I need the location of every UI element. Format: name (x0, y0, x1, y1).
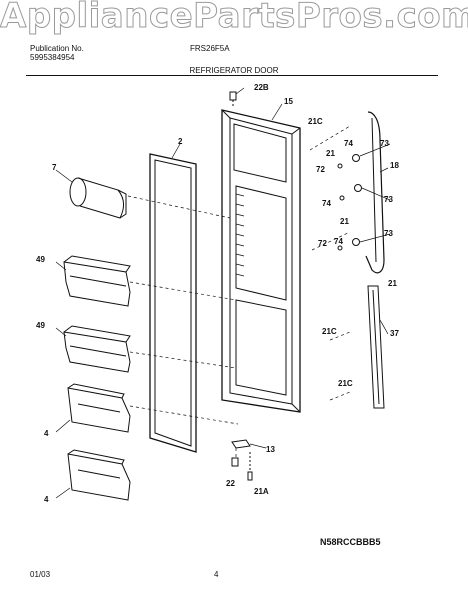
model-number: FRS26F5A (190, 44, 230, 53)
callout-73-1: 73 (380, 139, 389, 148)
callout-73-3: 73 (384, 229, 393, 238)
hinge-bushing-top (229, 91, 237, 108)
door-panel (221, 109, 301, 413)
publication-number: 5995384954 (30, 53, 75, 62)
leader-lines (55, 87, 391, 499)
door-bin-middle (63, 325, 131, 373)
diagram-code: N58RCCBBB5 (320, 537, 381, 547)
callout-labels: 22B 15 2 7 21C 21 74 73 18 72 74 73 21 7… (36, 83, 399, 504)
callout-49-2: 49 (36, 321, 45, 330)
callout-74-2: 74 (322, 199, 331, 208)
callout-18: 18 (390, 161, 399, 170)
door-gasket (149, 153, 197, 453)
callout-72-2: 72 (318, 239, 327, 248)
door-shelf-upper (67, 383, 131, 433)
callout-21-3: 21 (388, 279, 397, 288)
callout-4-1: 4 (44, 429, 49, 438)
callout-13: 13 (266, 445, 275, 454)
dairy-compartment (69, 177, 127, 219)
callout-72-1: 72 (316, 165, 325, 174)
callout-74-3: 74 (334, 237, 343, 246)
bottom-hinge-parts (231, 439, 253, 481)
callout-21c-mid: 21C (322, 327, 337, 336)
callout-21-1: 21 (326, 149, 335, 158)
door-shelf-lower (67, 449, 131, 501)
publication-info: Publication No. 5995384954 (30, 44, 84, 62)
callout-21-2: 21 (340, 217, 349, 226)
publication-label: Publication No. (30, 44, 84, 53)
callout-37: 37 (390, 329, 399, 338)
header-rule (26, 75, 438, 76)
callout-22b: 22B (254, 83, 269, 92)
callout-21c-top: 21C (308, 117, 323, 126)
callout-49-1: 49 (36, 255, 45, 264)
callout-21c-low: 21C (338, 379, 353, 388)
callout-15: 15 (284, 97, 293, 106)
assembly-lines (127, 125, 351, 458)
callout-7: 7 (52, 163, 57, 172)
door-handle (365, 111, 385, 274)
handle-trim (367, 285, 385, 409)
callout-74-1: 74 (344, 139, 353, 148)
door-bin-upper (63, 255, 131, 307)
callout-73-2: 73 (384, 195, 393, 204)
callout-2: 2 (178, 137, 183, 146)
handle-fasteners (337, 154, 362, 251)
callout-21a: 21A (254, 487, 269, 496)
section-title: REFRIGERATOR DOOR (189, 66, 279, 75)
callout-22: 22 (226, 479, 235, 488)
footer-date: 01/03 (30, 570, 51, 579)
watermark: AppliancePartsPros.com (0, 0, 468, 37)
footer-page-number: 4 (214, 570, 219, 579)
callout-4-2: 4 (44, 495, 49, 504)
